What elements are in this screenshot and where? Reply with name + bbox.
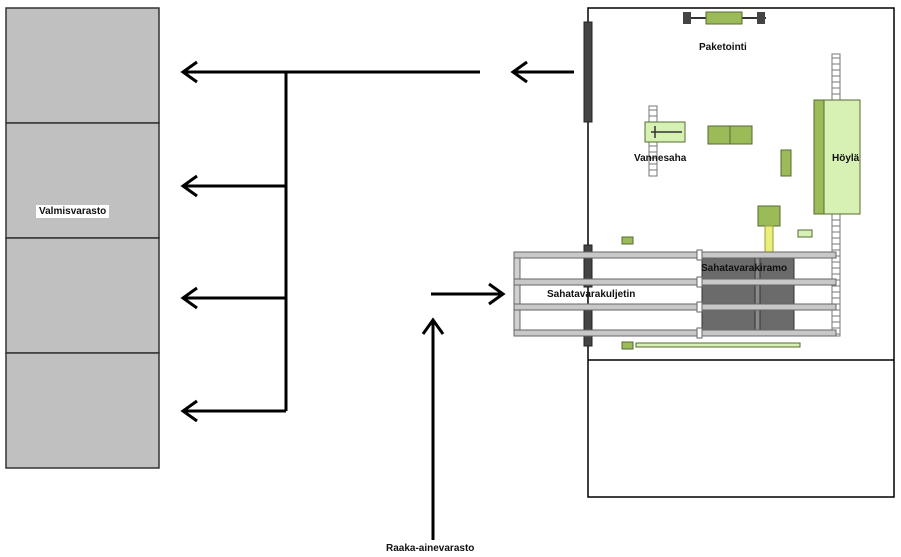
conveyor-input-arrow	[431, 282, 506, 306]
sawn-timber-rack	[701, 251, 795, 337]
machine-feeder-chute	[764, 225, 774, 255]
building-door-upper	[583, 21, 593, 123]
finished-storage	[5, 7, 160, 469]
arrow-head-icon	[180, 286, 198, 310]
machine-small-left	[621, 236, 634, 245]
machine-small-bottom	[621, 341, 634, 350]
packaging-machine	[683, 11, 766, 25]
arrow-head-icon	[180, 174, 198, 198]
storage-bay-1	[5, 7, 160, 124]
factory-output-arrow	[510, 60, 574, 84]
arrow-head-icon	[488, 282, 506, 306]
raw-material-arrow	[421, 317, 445, 540]
arrow-head-icon	[180, 399, 198, 423]
arrow-head-icon	[510, 60, 528, 84]
flow-arrows-to-storage	[180, 60, 480, 423]
machine-block-feeder	[757, 205, 781, 227]
packaging-label: Paketointi	[699, 42, 747, 53]
raw-material-storage-label: Raaka-ainevarasto	[386, 543, 475, 554]
machine-small-right	[797, 229, 813, 238]
band-saw-label: Vannesaha	[634, 153, 687, 164]
storage-bay-4	[5, 352, 160, 469]
band-saw-machine	[644, 105, 686, 177]
finished-storage-label: Valmisvarasto	[36, 205, 110, 218]
planer-machine	[813, 99, 861, 215]
sawn-timber-conveyor-label: Sahatavarakuljetin	[547, 289, 636, 300]
bottom-rail	[635, 342, 801, 348]
arrow-head-icon	[421, 317, 445, 335]
sawn-timber-conveyor	[513, 249, 837, 339]
planer-label: Höylä	[832, 153, 860, 164]
sawn-timber-rack-label: Sahatavarakiramo	[701, 263, 788, 274]
storage-bay-2	[5, 122, 160, 239]
storage-bay-3	[5, 237, 160, 354]
arrow-head-icon	[180, 60, 198, 84]
machine-block-vertical	[780, 149, 792, 177]
building-door-conveyor-top	[583, 244, 593, 288]
